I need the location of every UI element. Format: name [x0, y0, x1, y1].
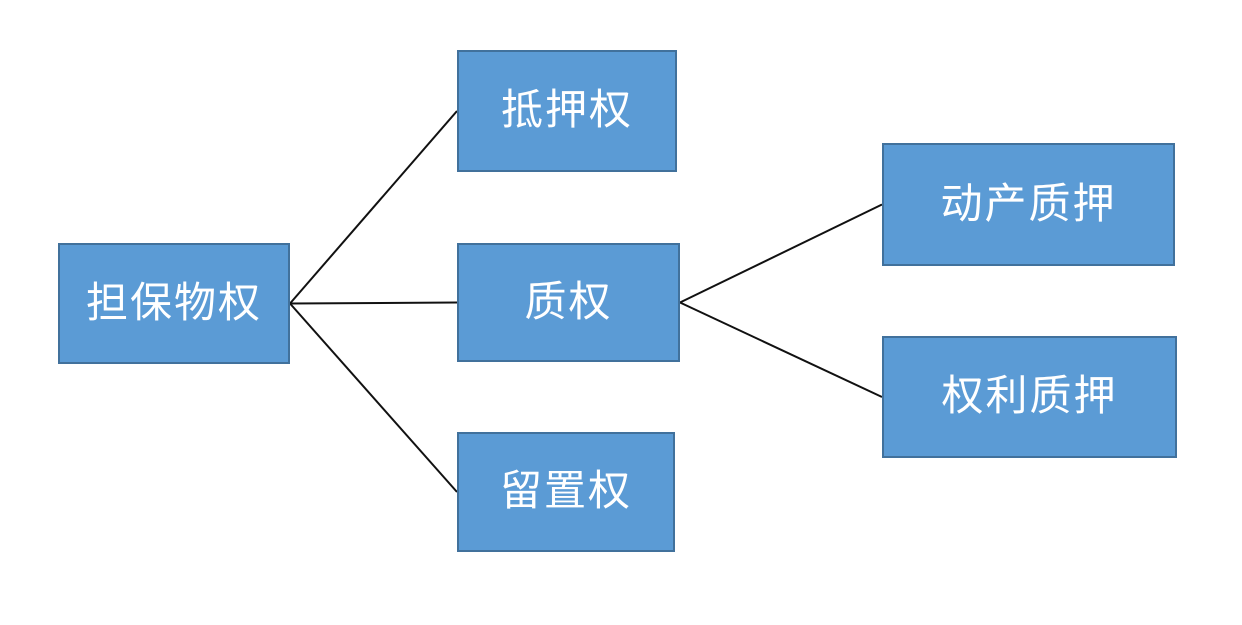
node-diyaquan-label: 抵押权 — [500, 88, 633, 134]
node-liuzhiquan-label: 留置权 — [499, 469, 632, 515]
connector-line-zhiquan-dongchanzhiya — [679, 203, 883, 304]
node-diyaquan: 抵押权 — [457, 50, 677, 172]
node-quanlizhiya-label: 权利质押 — [941, 374, 1118, 420]
node-zhiquan-label: 质权 — [524, 279, 613, 326]
node-quanlizhiya: 权利质押 — [882, 336, 1177, 458]
connector-line-danbaowuquan-diyaquan — [289, 110, 458, 305]
node-dongchanzhiya-label: 动产质押 — [940, 181, 1117, 228]
connector-line-danbaowuquan-zhiquan — [289, 301, 458, 305]
node-danbaowuquan-label: 担保物权 — [85, 280, 262, 327]
node-zhiquan: 质权 — [457, 243, 680, 362]
connector-line-danbaowuquan-liuzhiquan — [289, 302, 458, 493]
connector-line-zhiquan-quanlizhiya — [679, 301, 883, 398]
node-danbaowuquan: 担保物权 — [58, 243, 290, 364]
node-liuzhiquan: 留置权 — [457, 432, 675, 552]
node-dongchanzhiya: 动产质押 — [882, 143, 1175, 266]
